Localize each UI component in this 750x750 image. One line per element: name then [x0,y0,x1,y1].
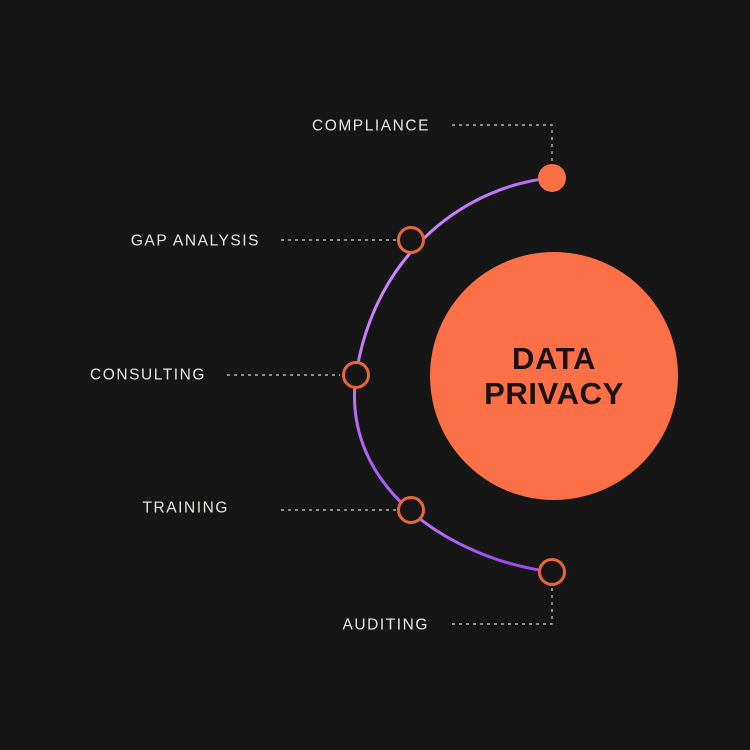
node-label-gap-analysis[interactable]: GAP ANALYSIS [130,232,260,250]
hub-circle [430,252,678,500]
node-label-auditing[interactable]: AUDITING [342,616,429,634]
node-label-consulting[interactable]: CONSULTING [90,366,206,384]
connector-compliance [452,124,553,164]
hub-title: DATA PRIVACY [484,341,624,411]
node-marker-consulting[interactable] [342,361,370,389]
node-marker-gap-analysis[interactable] [397,226,425,254]
hub-title-line-2: PRIVACY [484,376,624,411]
node-marker-auditing[interactable] [538,558,566,586]
node-marker-training[interactable] [397,496,425,524]
node-label-compliance[interactable]: COMPLIANCE [312,117,430,135]
connector-auditing [452,587,553,625]
node-label-training[interactable]: TRAINING [142,499,229,517]
hub-title-line-1: DATA [512,340,596,376]
node-marker-compliance[interactable] [538,164,566,192]
